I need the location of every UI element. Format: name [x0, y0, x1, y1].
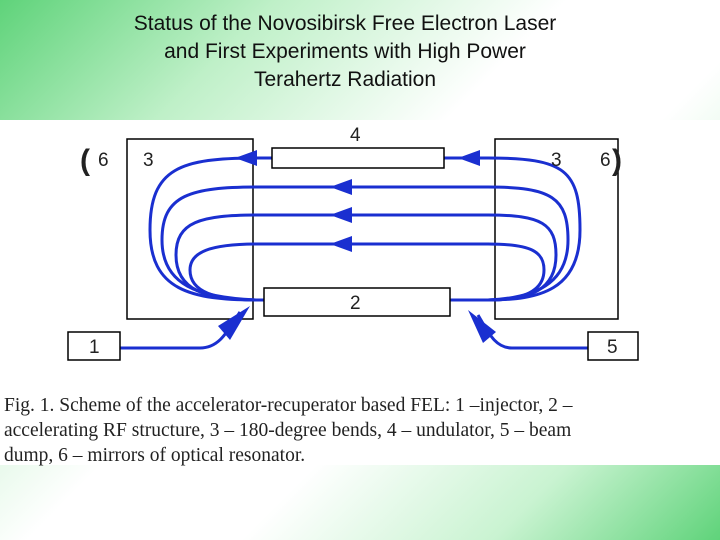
slide-title: Status of the Novosibirsk Free Electron … [60, 10, 630, 94]
injector-box [67, 331, 121, 361]
arrow-pass-2 [330, 207, 352, 223]
arrow-pass-1 [330, 179, 352, 195]
label-rf-structure: 2 [350, 293, 361, 314]
title-line-3: Terahertz Radiation [253, 68, 437, 91]
bend-left-box [126, 138, 254, 320]
arrow-pass-3 [330, 236, 352, 252]
bend-right-box [494, 138, 619, 320]
mirror-left-icon: ( [80, 144, 90, 177]
arrow-dump [468, 310, 496, 343]
undulator-box [271, 147, 445, 169]
label-injector: 1 [89, 337, 100, 358]
mirror-right-icon: ) [612, 144, 622, 177]
fel-scheme-figure: ( ) 4 3 3 6 6 2 1 5 [0, 120, 720, 465]
caption-line-1: Fig. 1. Scheme of the accelerator-recupe… [4, 395, 573, 416]
label-bend-right: 3 [551, 150, 562, 171]
arrow-undulator-left [235, 150, 257, 166]
fel-scheme-diagram: ( ) 4 3 3 6 6 2 1 5 [67, 125, 639, 361]
label-mirror-right: 6 [600, 150, 611, 171]
title-line-1: Status of the Novosibirsk Free Electron … [133, 12, 557, 35]
label-undulator: 4 [350, 125, 361, 146]
label-beam-dump: 5 [607, 337, 618, 358]
figure-caption: Fig. 1. Scheme of the accelerator-recupe… [4, 393, 716, 468]
label-bend-left: 3 [143, 150, 154, 171]
beam-dump-box [587, 331, 639, 361]
mirror-left-paren: ( [80, 144, 90, 177]
rf-structure-box [263, 287, 451, 317]
arrow-undulator-right [458, 150, 480, 166]
mirror-right-paren: ) [612, 144, 622, 177]
label-mirror-left: 6 [98, 150, 109, 171]
caption-line-3: dump, 6 – mirrors of optical resonator. [4, 445, 306, 466]
beam-lines [120, 156, 588, 350]
beam-direction-arrows [218, 150, 496, 343]
caption-line-2: accelerating RF structure, 3 – 180-degre… [4, 420, 572, 441]
title-line-2: and First Experiments with High Power [164, 40, 526, 63]
arrow-injection [218, 306, 250, 340]
